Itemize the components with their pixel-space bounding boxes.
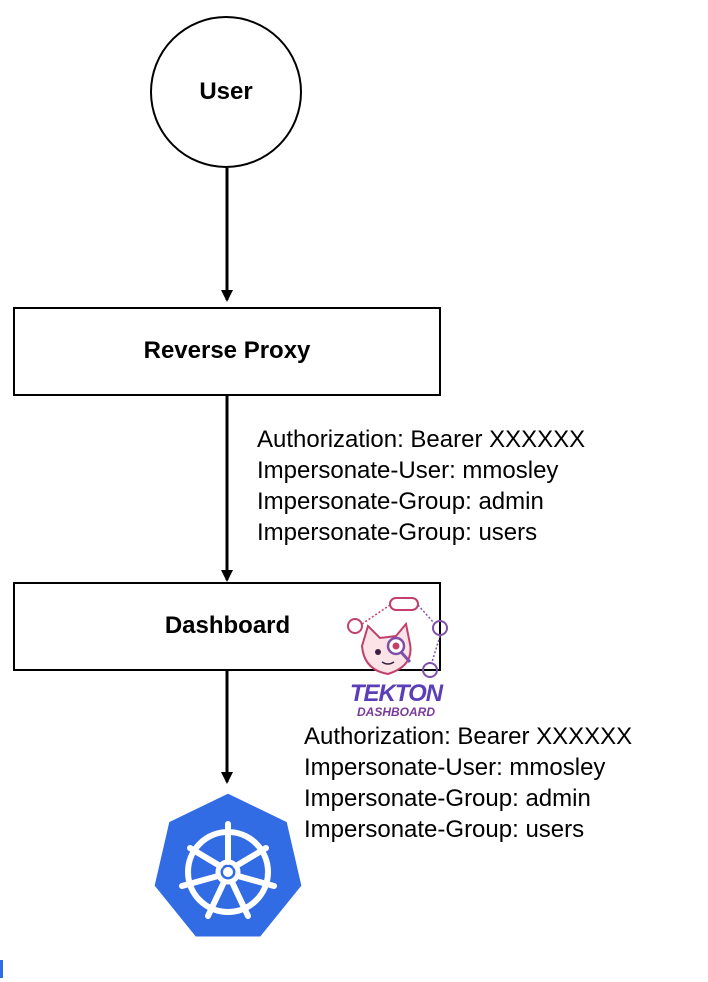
reverse-proxy-label: Reverse Proxy bbox=[143, 337, 311, 364]
header-line: Impersonate-Group: admin bbox=[304, 785, 591, 812]
proxy-request-headers: Authorization: Bearer XXXXXX Impersonate… bbox=[257, 424, 585, 548]
user-label: User bbox=[199, 78, 253, 105]
reverse-proxy-node bbox=[13, 307, 441, 396]
header-line: Authorization: Bearer XXXXXX bbox=[257, 426, 586, 453]
dashboard-request-headers: Authorization: Bearer XXXXXX Impersonate… bbox=[304, 721, 632, 845]
header-line: Impersonate-User: mmosley bbox=[304, 754, 606, 781]
kubernetes-helm-icon bbox=[151, 790, 305, 940]
tekton-logo-title: TEKTON bbox=[349, 680, 443, 707]
header-line: Authorization: Bearer XXXXXX bbox=[304, 723, 633, 750]
header-line: Impersonate-Group: admin bbox=[257, 488, 544, 515]
user-node bbox=[150, 16, 302, 168]
tekton-logo-subtitle: DASHBOARD bbox=[357, 705, 435, 719]
header-line: Impersonate-User: mmosley bbox=[257, 457, 559, 484]
header-line: Impersonate-Group: users bbox=[257, 519, 538, 546]
edge-mark bbox=[0, 960, 3, 978]
tekton-cat-icon bbox=[347, 597, 448, 678]
dashboard-label: Dashboard bbox=[164, 612, 291, 639]
header-line: Impersonate-Group: users bbox=[304, 816, 585, 843]
